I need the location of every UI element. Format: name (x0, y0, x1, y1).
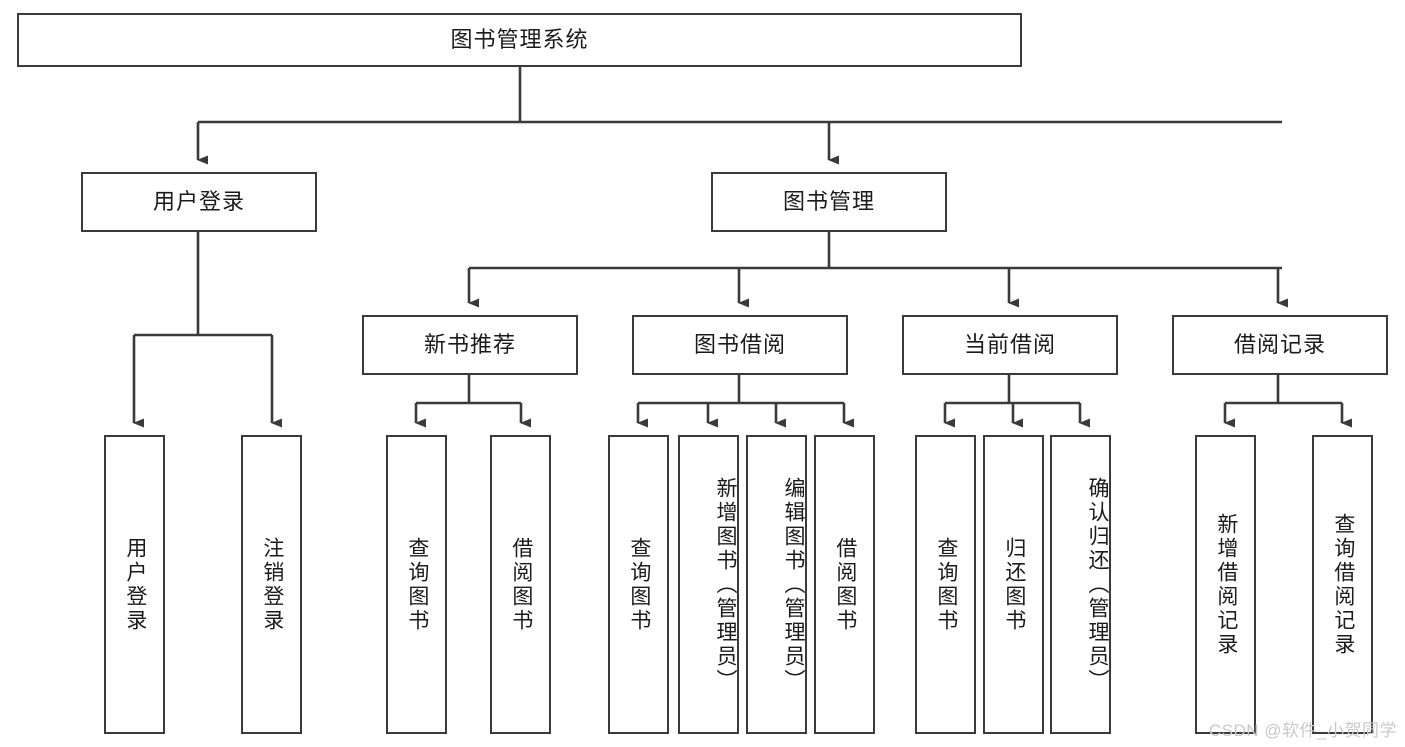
node-leaf-confirm-return-label: 确认归还（管理员） (1086, 476, 1109, 693)
node-leaf-return-book-label: 归还图书 (1002, 536, 1026, 633)
node-leaf-query-book-2[interactable]: 查询图书 (608, 435, 669, 734)
node-leaf-borrow-book-2[interactable]: 借阅图书 (814, 435, 875, 734)
watermark: CSDN @软件_小贺同学 (1208, 721, 1397, 740)
node-leaf-borrow-book-2-label: 借阅图书 (833, 536, 857, 633)
node-current-borrow[interactable]: 当前借阅 (902, 315, 1118, 375)
node-leaf-edit-book-label: 编辑图书（管理员） (782, 476, 805, 693)
node-book-borrow[interactable]: 图书借阅 (632, 315, 848, 375)
node-leaf-user-logout[interactable]: 注销登录 (241, 435, 302, 734)
node-leaf-query-book-2-label: 查询图书 (627, 536, 651, 633)
node-leaf-user-login-label: 用户登录 (123, 536, 147, 633)
node-leaf-query-book-3-label: 查询图书 (934, 536, 958, 633)
node-leaf-query-book-3[interactable]: 查询图书 (915, 435, 976, 734)
node-leaf-add-book-label: 新增图书（管理员） (714, 476, 737, 693)
node-leaf-add-record-label: 新增借阅记录 (1214, 512, 1238, 657)
node-leaf-query-book-1[interactable]: 查询图书 (386, 435, 447, 734)
node-leaf-borrow-book-1-label: 借阅图书 (509, 536, 533, 633)
node-leaf-user-logout-label: 注销登录 (260, 536, 284, 633)
node-leaf-confirm-return[interactable]: 确认归还（管理员） (1050, 435, 1111, 734)
node-leaf-add-book[interactable]: 新增图书（管理员） (678, 435, 739, 734)
node-borrow-record[interactable]: 借阅记录 (1172, 315, 1388, 375)
node-user-login[interactable]: 用户登录 (81, 172, 317, 232)
node-book-manage-label: 图书管理 (782, 189, 875, 215)
node-new-book-rec-label: 新书推荐 (423, 332, 516, 358)
node-leaf-query-book-1-label: 查询图书 (405, 536, 429, 633)
node-book-borrow-label: 图书借阅 (693, 332, 786, 358)
node-leaf-borrow-book-1[interactable]: 借阅图书 (490, 435, 551, 734)
node-root[interactable]: 图书管理系统 (17, 13, 1022, 67)
node-root-label: 图书管理系统 (450, 27, 589, 53)
node-leaf-user-login[interactable]: 用户登录 (104, 435, 165, 734)
node-borrow-record-label: 借阅记录 (1233, 332, 1326, 358)
node-leaf-return-book[interactable]: 归还图书 (983, 435, 1044, 734)
node-book-manage[interactable]: 图书管理 (711, 172, 947, 232)
node-new-book-rec[interactable]: 新书推荐 (362, 315, 578, 375)
node-leaf-edit-book[interactable]: 编辑图书（管理员） (746, 435, 807, 734)
node-leaf-query-record-label: 查询借阅记录 (1331, 512, 1355, 657)
node-leaf-add-record[interactable]: 新增借阅记录 (1195, 435, 1256, 734)
node-leaf-query-record[interactable]: 查询借阅记录 (1312, 435, 1373, 734)
node-user-login-label: 用户登录 (152, 189, 245, 215)
node-current-borrow-label: 当前借阅 (963, 332, 1056, 358)
